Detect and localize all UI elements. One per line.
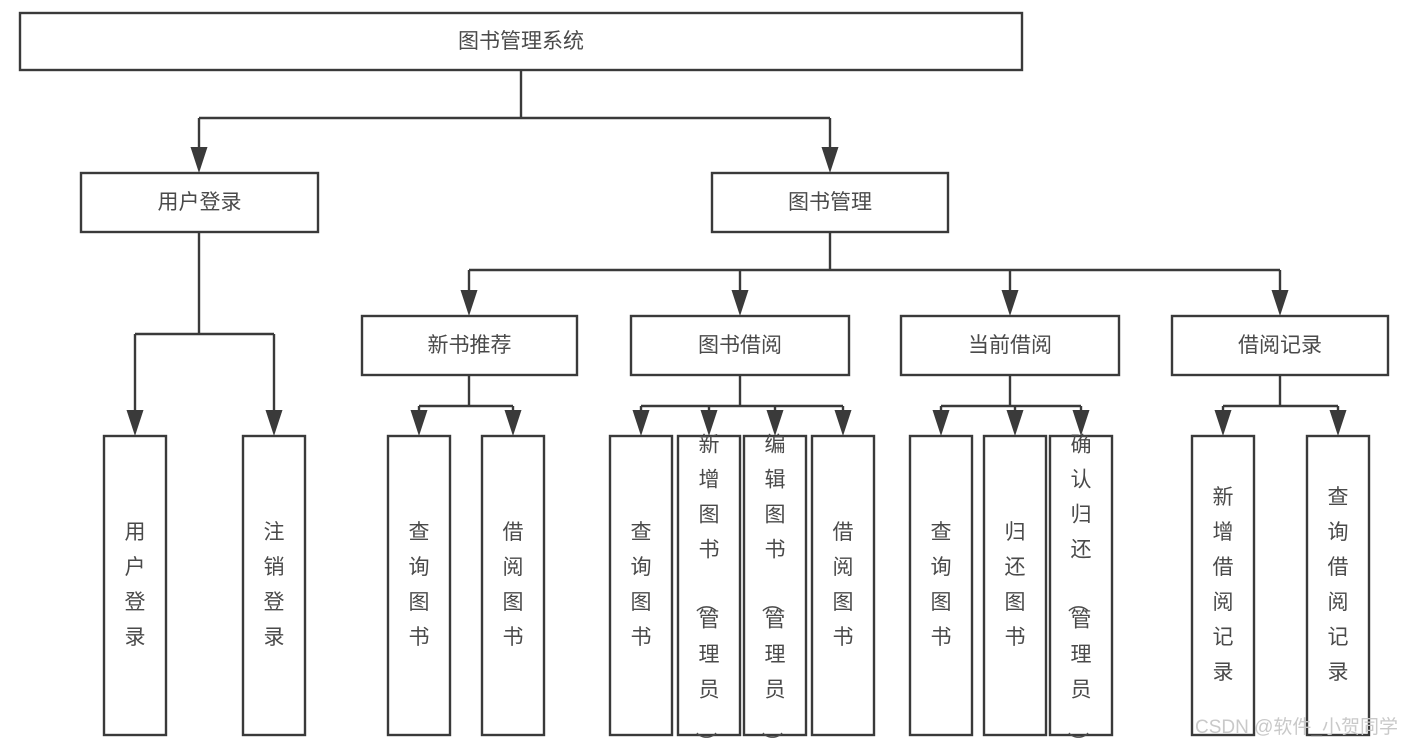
node-box[interactable] <box>608 434 674 737</box>
node-leaf-add-record[interactable]: 新增借阅记录 <box>1190 434 1256 737</box>
node-new-book-rec[interactable]: 新书推荐 <box>360 314 579 377</box>
node-label: 查询借阅记录 <box>1328 486 1349 684</box>
connector-group <box>1214 375 1347 436</box>
node-box[interactable] <box>742 434 808 737</box>
node-label: 当前借阅 <box>968 334 1052 357</box>
arrow-head-icon <box>265 410 283 436</box>
arrow-head-icon <box>1214 410 1232 436</box>
node-box[interactable] <box>386 434 452 737</box>
arrow-head-icon <box>410 410 428 436</box>
watermark-label: CSDN @软件_小贺同学 <box>1195 716 1398 738</box>
arrow-head-icon <box>460 290 478 316</box>
node-label: 借阅图书 <box>833 521 854 649</box>
node-layer: 图书管理系统用户登录图书管理新书推荐图书借阅当前借阅借阅记录用户登录注销登录查询… <box>18 11 1390 747</box>
node-label: 新书推荐 <box>428 334 512 357</box>
node-box[interactable] <box>629 314 851 377</box>
node-leaf-query-book-rec[interactable]: 查询图书 <box>386 434 452 737</box>
node-label: 新增图书（管理员） <box>694 434 720 747</box>
arrow-head-icon <box>1006 410 1024 436</box>
connector-group <box>632 375 852 436</box>
connector-group <box>190 70 839 173</box>
connector-group <box>460 232 1289 316</box>
node-label: 用户登录 <box>125 521 146 649</box>
node-leaf-borrow-book-rec[interactable]: 借阅图书 <box>480 434 546 737</box>
node-box[interactable] <box>982 434 1048 737</box>
node-label: 图书借阅 <box>698 334 782 357</box>
node-box[interactable] <box>676 434 742 737</box>
node-box[interactable] <box>810 434 876 737</box>
node-box[interactable] <box>18 11 1024 72</box>
connector-layer <box>126 70 1347 436</box>
node-label: 新增借阅记录 <box>1213 486 1234 684</box>
connector-group <box>932 375 1090 436</box>
node-label: 确认归还（管理员） <box>1066 434 1092 747</box>
node-leaf-query-book-borrow[interactable]: 查询图书 <box>608 434 674 737</box>
node-label: 编辑图书（管理员） <box>760 434 786 747</box>
node-box[interactable] <box>241 434 307 737</box>
node-label: 图书管理系统 <box>458 30 584 53</box>
node-user-login[interactable]: 用户登录 <box>79 171 320 234</box>
arrow-head-icon <box>834 410 852 436</box>
arrow-head-icon <box>190 147 208 173</box>
node-box[interactable] <box>1048 434 1114 737</box>
node-book-borrow[interactable]: 图书借阅 <box>629 314 851 377</box>
node-box[interactable] <box>480 434 546 737</box>
node-leaf-confirm-return[interactable]: 确认归还（管理员） <box>1048 434 1114 747</box>
node-leaf-borrow-book[interactable]: 借阅图书 <box>810 434 876 737</box>
node-label: 查询图书 <box>409 521 430 649</box>
node-box[interactable] <box>1305 434 1371 737</box>
node-leaf-query-book-cur[interactable]: 查询图书 <box>908 434 974 737</box>
node-root[interactable]: 图书管理系统 <box>18 11 1024 72</box>
node-box[interactable] <box>360 314 579 377</box>
node-box[interactable] <box>79 171 320 234</box>
node-label: 注销登录 <box>264 521 285 649</box>
node-label: 用户登录 <box>158 191 242 214</box>
arrow-head-icon <box>731 290 749 316</box>
arrow-head-icon <box>1271 290 1289 316</box>
arrow-head-icon <box>932 410 950 436</box>
node-leaf-edit-book[interactable]: 编辑图书（管理员） <box>742 434 808 747</box>
arrow-head-icon <box>821 147 839 173</box>
arrow-head-icon <box>126 410 144 436</box>
node-book-manage[interactable]: 图书管理 <box>710 171 950 234</box>
node-label: 图书管理 <box>788 191 872 214</box>
arrow-head-icon <box>700 410 718 436</box>
connector-group <box>410 375 522 436</box>
connector-group <box>126 232 283 436</box>
node-leaf-logout[interactable]: 注销登录 <box>241 434 307 737</box>
arrow-head-icon <box>1072 410 1090 436</box>
arrow-head-icon <box>632 410 650 436</box>
node-box[interactable] <box>710 171 950 234</box>
node-box[interactable] <box>1170 314 1390 377</box>
node-label: 查询图书 <box>631 521 652 649</box>
node-box[interactable] <box>908 434 974 737</box>
node-current-borrow[interactable]: 当前借阅 <box>899 314 1121 377</box>
arrow-head-icon <box>504 410 522 436</box>
node-leaf-return-book[interactable]: 归还图书 <box>982 434 1048 737</box>
node-label: 查询图书 <box>931 521 952 649</box>
arrow-head-icon <box>1329 410 1347 436</box>
node-label: 借阅记录 <box>1238 334 1322 357</box>
node-leaf-add-book[interactable]: 新增图书（管理员） <box>676 434 742 747</box>
node-leaf-query-record[interactable]: 查询借阅记录 <box>1305 434 1371 737</box>
node-box[interactable] <box>1190 434 1256 737</box>
arrow-head-icon <box>766 410 784 436</box>
node-leaf-user-login[interactable]: 用户登录 <box>102 434 168 737</box>
node-box[interactable] <box>899 314 1121 377</box>
arrow-head-icon <box>1001 290 1019 316</box>
node-label: 归还图书 <box>1005 521 1026 649</box>
node-borrow-record[interactable]: 借阅记录 <box>1170 314 1390 377</box>
node-box[interactable] <box>102 434 168 737</box>
node-label: 借阅图书 <box>503 521 524 649</box>
